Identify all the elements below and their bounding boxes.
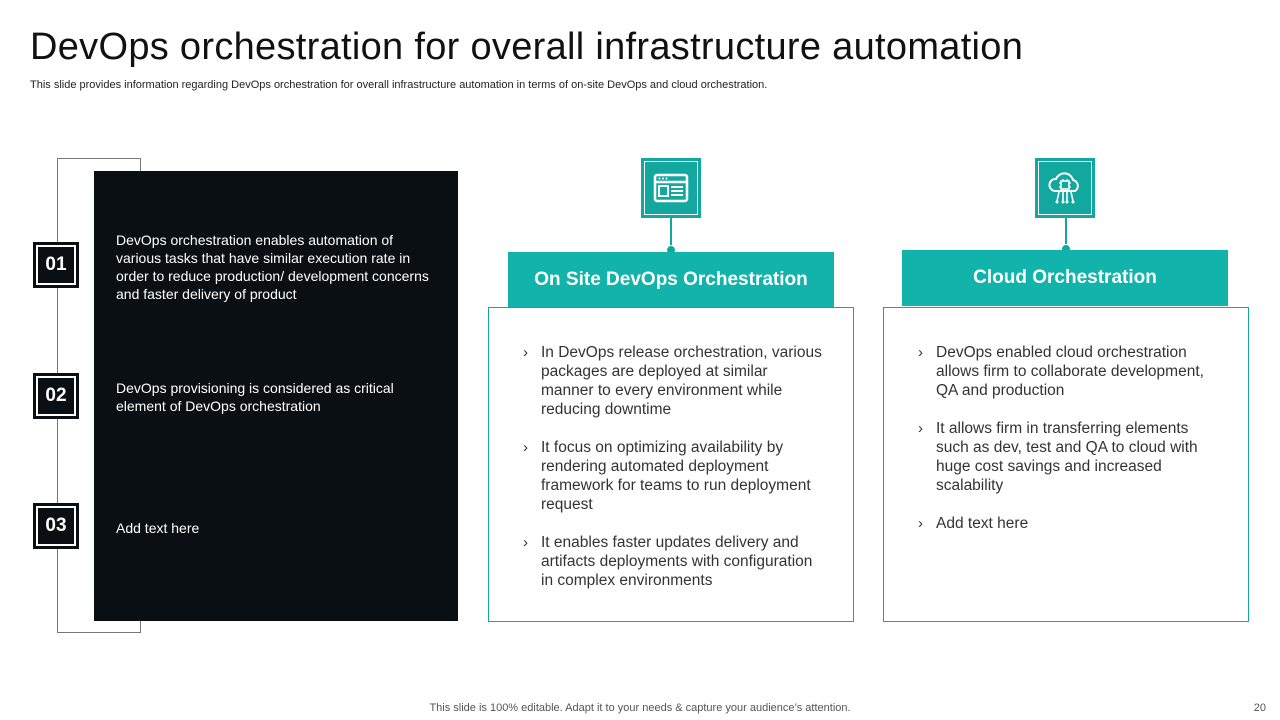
card-body-on-site: ›In DevOps release orchestration, variou… xyxy=(488,307,854,622)
chevron-right-icon: › xyxy=(523,344,528,361)
browser-window-icon xyxy=(641,158,701,218)
point-text-01: DevOps orchestration enables automation … xyxy=(116,232,429,302)
page-number: 20 xyxy=(1253,702,1266,714)
list-item: ›Add text here xyxy=(918,515,1029,532)
point-number-label: 01 xyxy=(45,254,67,275)
chevron-right-icon: › xyxy=(918,515,923,532)
list-item: ›It allows firm in transferring elements… xyxy=(918,420,1198,494)
chevron-right-icon: › xyxy=(918,344,923,361)
point-number-label: 03 xyxy=(45,515,67,536)
bullet-list: ›In DevOps release orchestration, variou… xyxy=(523,343,823,609)
point-number-01: 01 xyxy=(33,242,79,288)
connector-line xyxy=(670,218,672,248)
chevron-right-icon: › xyxy=(523,534,528,551)
points-panel xyxy=(94,171,458,621)
page-subtitle: This slide provides information regardin… xyxy=(30,79,768,91)
point-text-02: DevOps provisioning is considered as cri… xyxy=(116,380,394,414)
chevron-right-icon: › xyxy=(918,420,923,437)
cloud-chip-icon xyxy=(1035,158,1095,218)
list-item: ›It focus on optimizing availability by … xyxy=(523,439,811,513)
point-number-02: 02 xyxy=(33,373,79,419)
list-item: ›DevOps enabled cloud orchestration allo… xyxy=(918,344,1204,399)
card-header-on-site: On Site DevOps Orchestration xyxy=(508,252,834,308)
point-text-03: Add text here xyxy=(116,520,200,536)
list-item: ›In DevOps release orchestration, variou… xyxy=(523,344,822,418)
point-number-label: 02 xyxy=(45,385,67,406)
card-header-cloud: Cloud Orchestration xyxy=(902,250,1228,306)
point-number-03: 03 xyxy=(33,503,79,549)
chevron-right-icon: › xyxy=(523,439,528,456)
connector-line xyxy=(1065,218,1067,246)
bullet-list: ›DevOps enabled cloud orchestration allo… xyxy=(918,343,1218,552)
card-body-cloud: ›DevOps enabled cloud orchestration allo… xyxy=(883,307,1249,622)
list-item: ›It enables faster updates delivery and … xyxy=(523,534,813,589)
page-title: DevOps orchestration for overall infrast… xyxy=(30,26,1024,68)
footer-note: This slide is 100% editable. Adapt it to… xyxy=(429,702,851,714)
